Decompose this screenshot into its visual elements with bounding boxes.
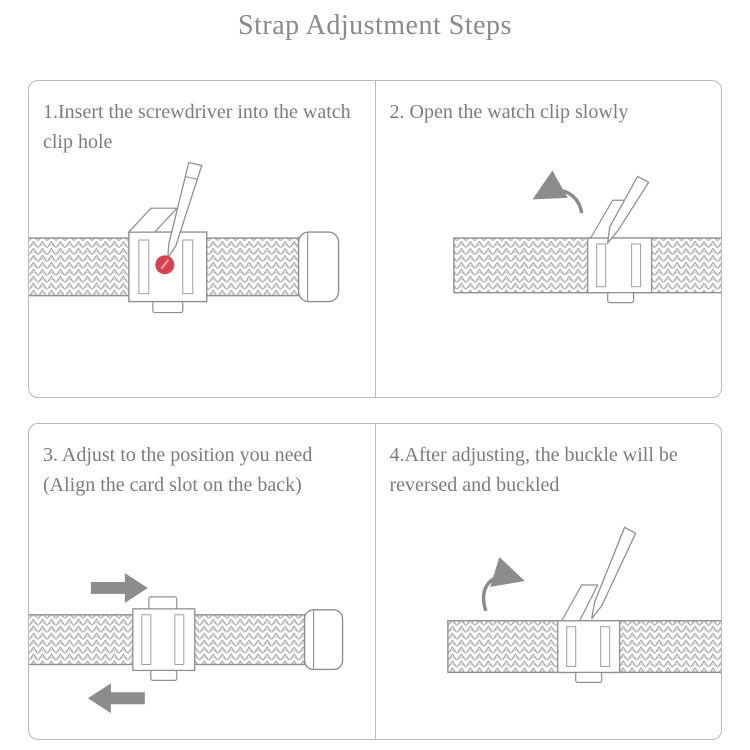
step-1-illustration bbox=[29, 161, 340, 314]
slide-left-arrow-icon bbox=[87, 683, 145, 714]
step-4-illustration bbox=[446, 526, 721, 683]
step-1-caption: 1.Insert the screwdriver into the watch … bbox=[29, 81, 375, 157]
step-2-illustration bbox=[452, 170, 721, 304]
clip-latch bbox=[606, 292, 634, 304]
steps-row-bottom: 3. Adjust to the position you need (Alig… bbox=[28, 423, 722, 740]
step-3-panel: 3. Adjust to the position you need (Alig… bbox=[29, 424, 375, 739]
band-end-loop bbox=[303, 609, 344, 671]
steps-grid: 1.Insert the screwdriver into the watch … bbox=[28, 80, 722, 740]
step-2-panel: 2. Open the watch clip slowly bbox=[374, 81, 722, 397]
clip-flap bbox=[127, 207, 179, 233]
step-1-text: 1.Insert the screwdriver into the watch … bbox=[43, 101, 351, 153]
step-3-caption: 3. Adjust to the position you need (Alig… bbox=[29, 424, 375, 500]
page-title: Strap Adjustment Steps bbox=[238, 10, 512, 41]
step-2-caption: 2. Open the watch clip slowly bbox=[376, 81, 722, 127]
clip-hole-highlight bbox=[155, 255, 175, 275]
watch-clip bbox=[556, 584, 620, 683]
clip-flap bbox=[148, 596, 178, 610]
step-4-caption: 4.After adjusting, the buckle will be re… bbox=[376, 424, 722, 500]
rotate-open-arrow-icon bbox=[532, 170, 583, 214]
step-1-panel: 1.Insert the screwdriver into the watch … bbox=[29, 81, 375, 397]
step-3-subtext: (Align the card slot on the back) bbox=[43, 474, 302, 496]
clip-latch bbox=[574, 671, 602, 683]
slide-right-arrow-icon bbox=[90, 573, 148, 603]
step-4-text: 4.After adjusting, the buckle will be re… bbox=[389, 444, 678, 496]
screwdriver-icon bbox=[166, 161, 203, 261]
step-3-text: 3. Adjust to the position you need bbox=[43, 444, 313, 466]
clip-latch bbox=[150, 669, 178, 681]
band-end-loop bbox=[297, 231, 340, 303]
screwdriver-icon bbox=[606, 175, 650, 246]
screwdriver-icon bbox=[590, 526, 636, 620]
clip-flap-open bbox=[560, 584, 599, 622]
step-2-text: 2. Open the watch clip slowly bbox=[389, 101, 629, 123]
steps-row-top: 1.Insert the screwdriver into the watch … bbox=[28, 80, 722, 398]
step-4-panel: 4.After adjusting, the buckle will be re… bbox=[374, 424, 722, 739]
watch-clip bbox=[132, 596, 196, 681]
step-3-illustration bbox=[29, 573, 344, 714]
watch-clip bbox=[127, 207, 208, 314]
clip-latch bbox=[152, 301, 184, 314]
rotate-close-arrow-icon bbox=[481, 556, 525, 612]
